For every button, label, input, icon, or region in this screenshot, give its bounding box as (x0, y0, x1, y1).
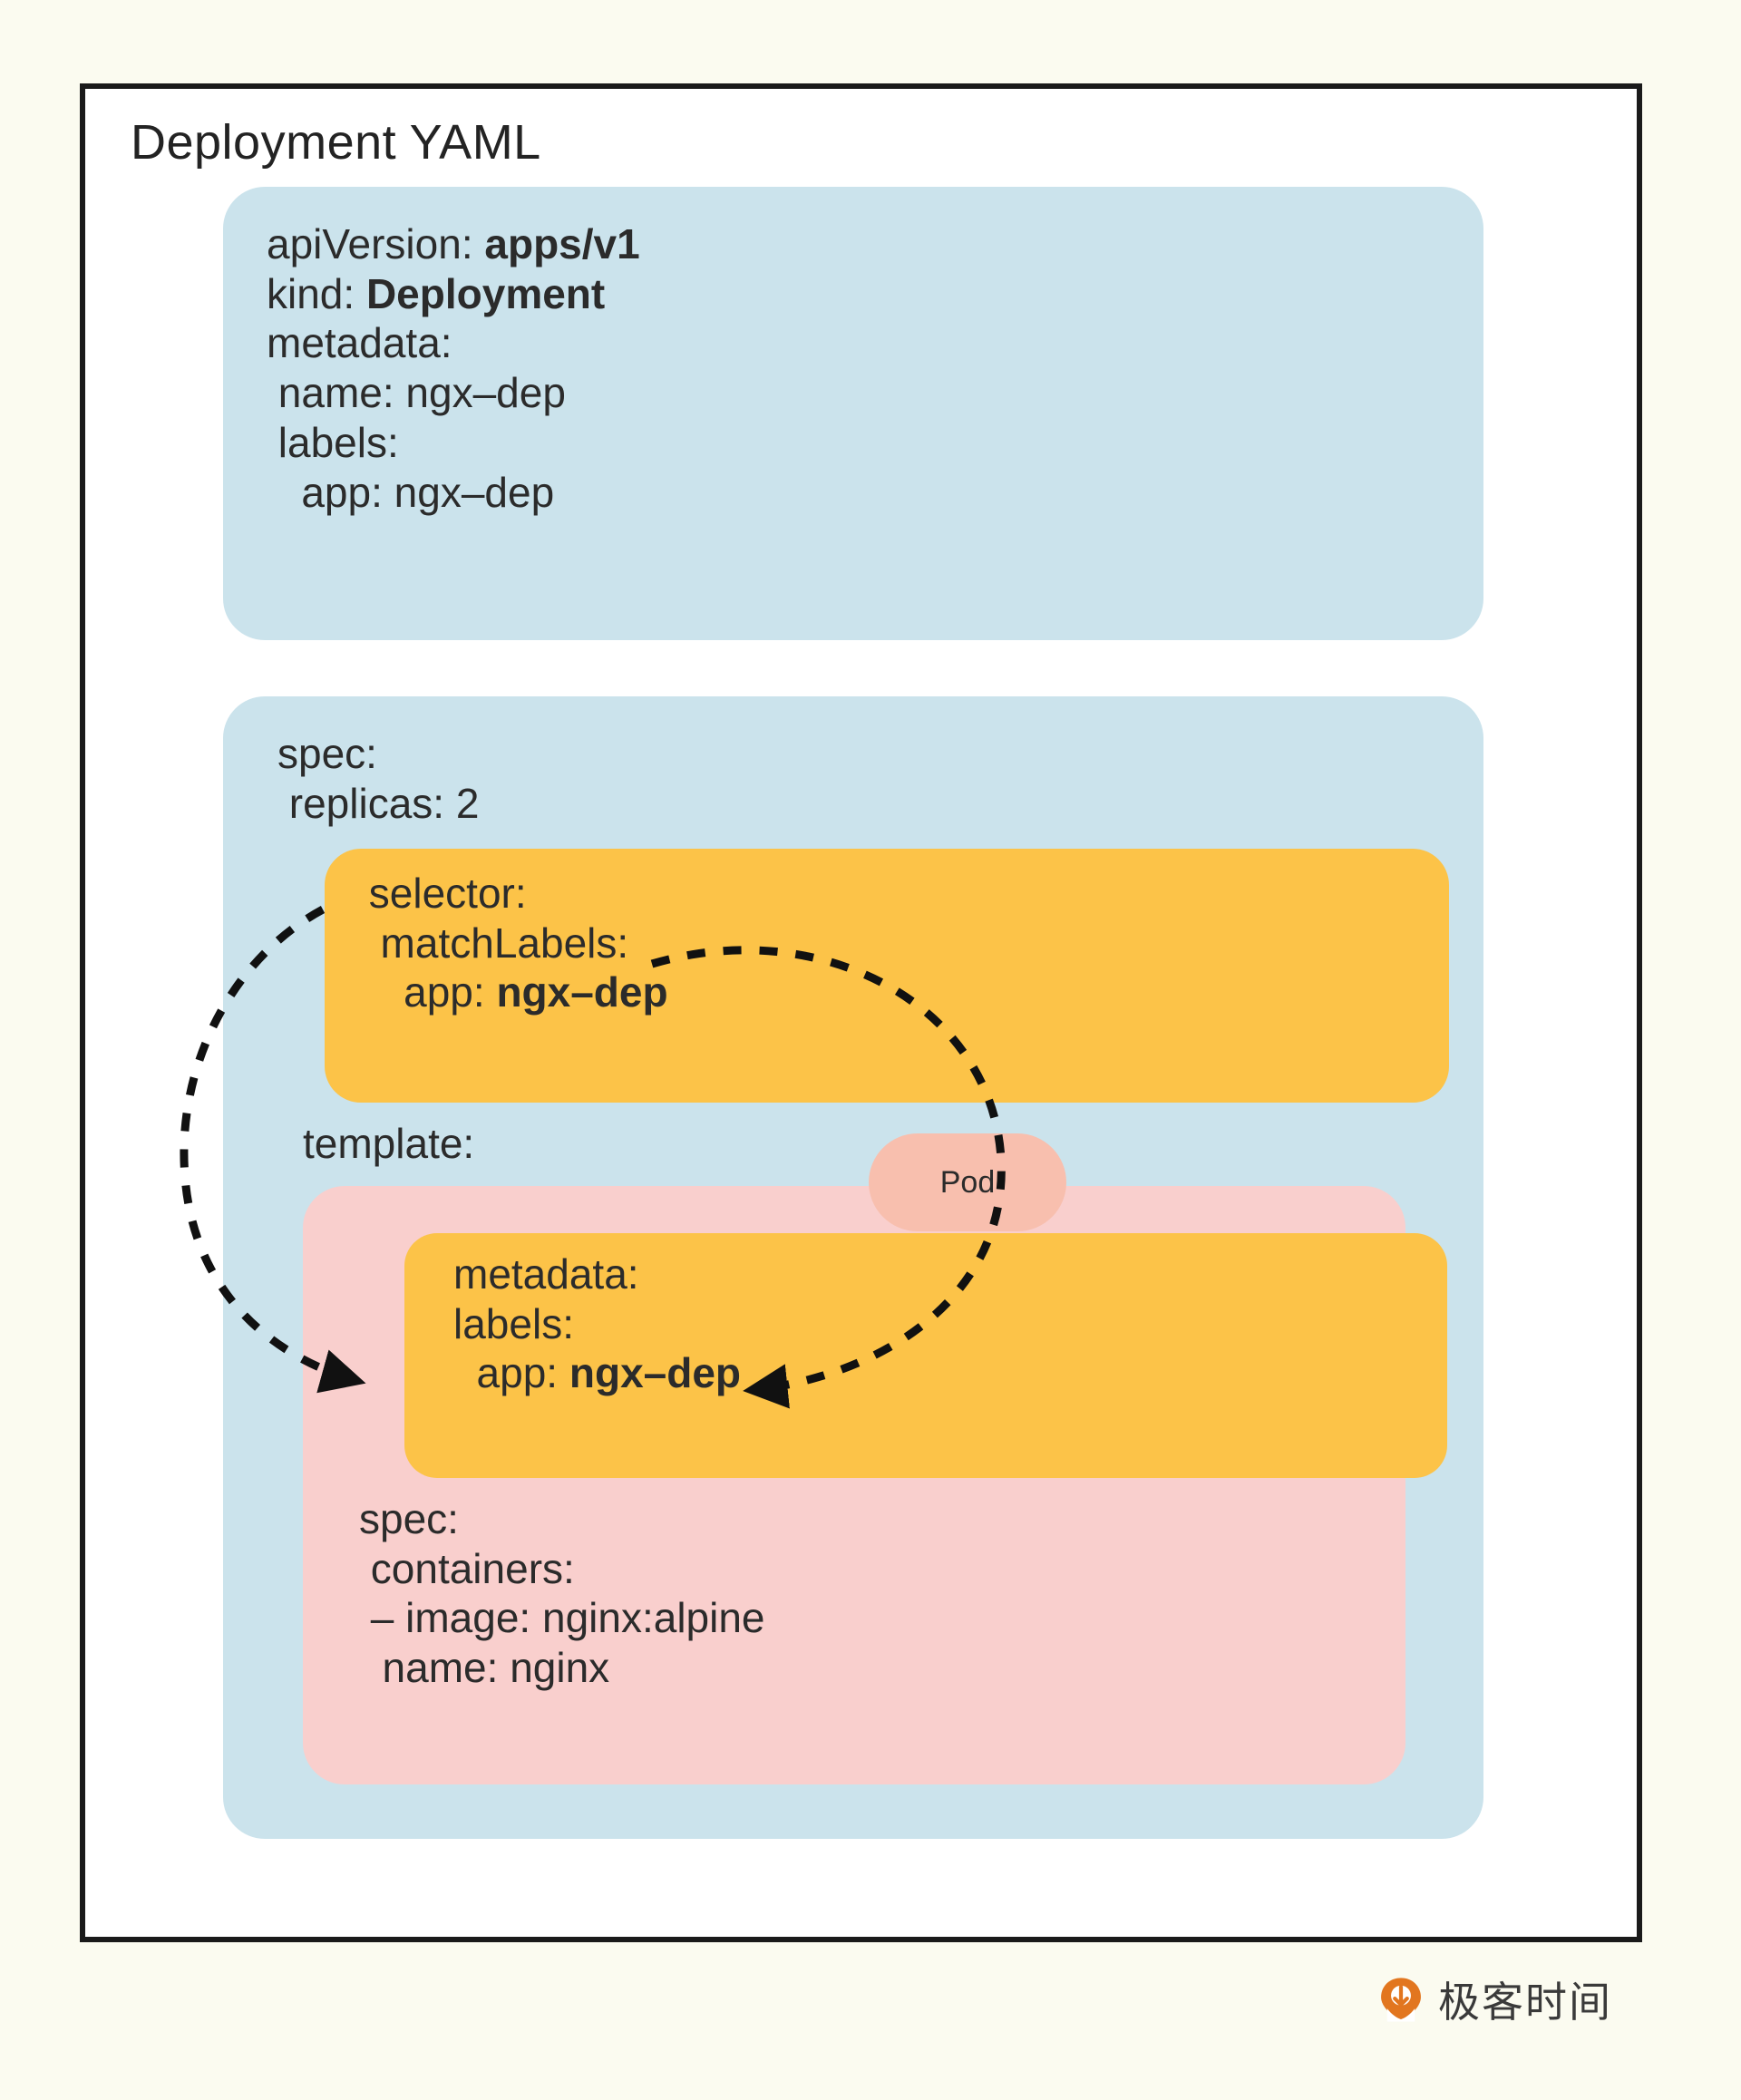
yaml-line: metadata: (267, 319, 452, 367)
yaml-line: replicas: 2 (277, 779, 480, 827)
spec-block: spec: replicas: 2 selector: matchLabels:… (223, 696, 1483, 1839)
brand-name: 极客时间 (1438, 1978, 1612, 2026)
yaml-line: spec: (359, 1495, 459, 1542)
yaml-line: selector: (357, 870, 527, 917)
pod-metadata-block: metadata: labels: app: ngx–dep (404, 1233, 1447, 1478)
brand-logo: 极客时间 (1376, 1969, 1612, 2029)
selector-block: selector: matchLabels: app: ngx–dep (325, 849, 1449, 1103)
pod-spec-lines: spec: containers: – image: nginx:alpine … (359, 1494, 765, 1693)
geektime-logo-icon (1381, 1978, 1421, 2022)
yaml-line: labels: (267, 418, 399, 466)
template-label: template: (303, 1120, 475, 1167)
metadata-block: apiVersion: apps/v1 kind: Deployment met… (223, 187, 1483, 640)
yaml-line: app: ngx–dep (453, 1349, 742, 1397)
selector-lines: selector: matchLabels: app: ngx–dep (357, 869, 668, 1017)
diagram-card: Deployment YAML apiVersion: apps/v1 kind… (80, 83, 1642, 1942)
yaml-line: name: nginx (359, 1644, 610, 1692)
yaml-line: matchLabels: (357, 919, 629, 967)
page-title: Deployment YAML (131, 115, 541, 170)
yaml-line: kind: Deployment (267, 269, 606, 317)
pod-badge: Pod (869, 1133, 1066, 1231)
yaml-line: containers: (359, 1544, 575, 1592)
metadata-lines: apiVersion: apps/v1 kind: Deployment met… (267, 219, 640, 517)
pod-badge-label: Pod (939, 1164, 996, 1200)
pod-metadata-lines: metadata: labels: app: ngx–dep (453, 1249, 741, 1398)
yaml-line: app: ngx–dep (267, 468, 555, 516)
yaml-line: name: ngx–dep (267, 369, 566, 417)
yaml-line: spec: (277, 730, 377, 777)
spec-head-lines: spec: replicas: 2 (277, 729, 479, 828)
yaml-line: – image: nginx:alpine (359, 1594, 765, 1642)
yaml-line: metadata: (453, 1250, 639, 1298)
yaml-line: app: ngx–dep (357, 968, 668, 1016)
yaml-line: apiVersion: apps/v1 (267, 220, 640, 267)
yaml-line: labels: (453, 1299, 574, 1347)
